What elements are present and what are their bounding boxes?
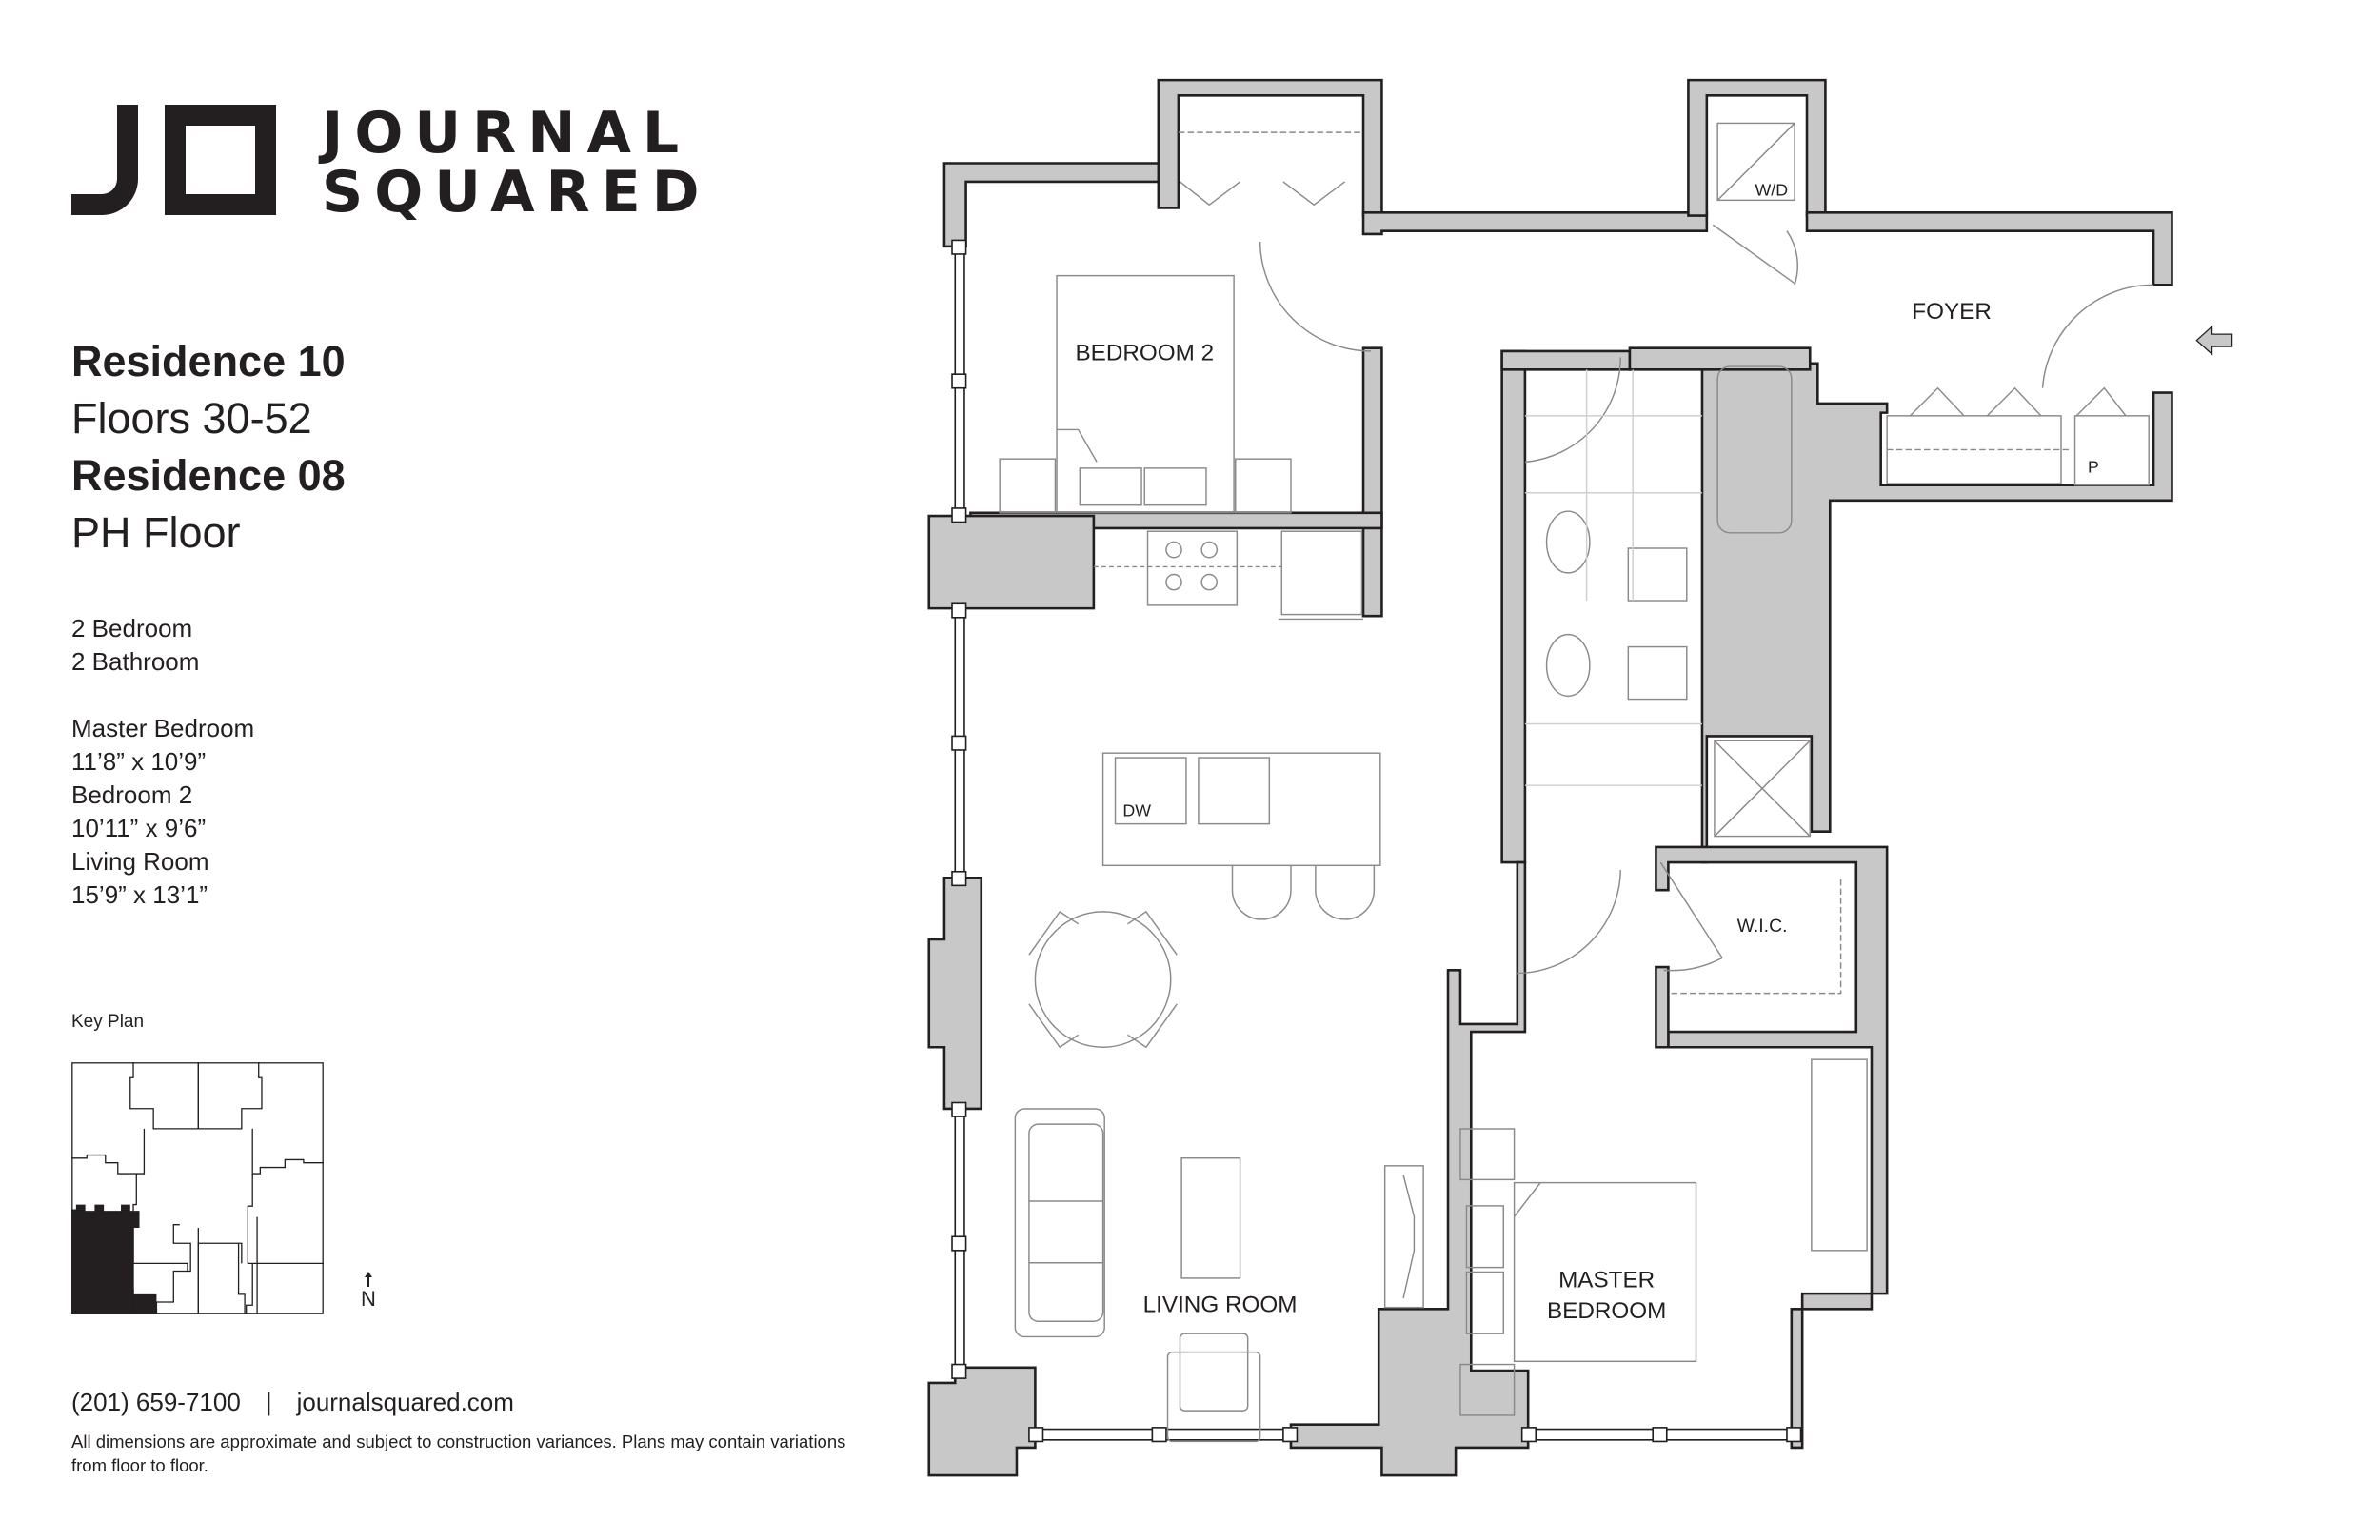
room-labels: BEDROOM 2 FOYER W/D P DW W.I.C. LIVING R… xyxy=(1075,180,2098,1324)
dim-size: 10’11” x 9’6” xyxy=(71,814,207,842)
dim-room: Master Bedroom xyxy=(71,714,255,742)
key-plan-highlight xyxy=(71,1204,258,1314)
label-foyer: FOYER xyxy=(1912,299,1992,325)
label-washer-dryer: W/D xyxy=(1755,180,1789,199)
residence-floors-2: PH Floor xyxy=(71,508,241,557)
residence-floors-1: Floors 30-52 xyxy=(71,394,312,443)
website-link[interactable]: journalsquared.com xyxy=(296,1388,514,1416)
disclaimer: All dimensions are approximate and subje… xyxy=(71,1431,846,1475)
windows xyxy=(951,239,1802,1443)
residence-title-1: Residence 10 xyxy=(71,337,346,385)
dim-size: 15’9” x 13’1” xyxy=(71,880,208,909)
logo-monogram xyxy=(71,105,276,215)
north-indicator: N xyxy=(356,1272,381,1312)
phone-number[interactable]: (201) 659-7100 xyxy=(71,1388,241,1416)
residence-info: Residence 10 Floors 30-52 Residence 08 P… xyxy=(71,333,346,562)
contact-line: (201) 659-7100 | journalsquared.com xyxy=(71,1388,514,1417)
separator: | xyxy=(265,1388,272,1416)
label-living-room: LIVING ROOM xyxy=(1143,1293,1298,1318)
room-dimensions: Master Bedroom 11’8” x 10’9” Bedroom 2 1… xyxy=(71,712,254,912)
dim-size: 11’8” x 10’9” xyxy=(71,747,207,776)
fixtures xyxy=(999,122,2154,1443)
north-label: N xyxy=(361,1287,376,1311)
bathroom-count: 2 Bathroom xyxy=(71,647,200,676)
dim-room: Bedroom 2 xyxy=(71,780,193,809)
label-pantry: P xyxy=(2088,458,2099,477)
entry-arrow-icon xyxy=(2195,325,2233,356)
unit-specs: 2 Bedroom 2 Bathroom xyxy=(71,612,199,679)
label-master-line1: MASTER xyxy=(1558,1268,1655,1293)
bedroom-count: 2 Bedroom xyxy=(71,614,193,642)
brand-line-1: JOURNAL xyxy=(322,100,691,167)
dim-room: Living Room xyxy=(71,847,209,876)
walls xyxy=(927,78,2173,1477)
label-wic: W.I.C. xyxy=(1737,916,1788,937)
label-bedroom-2: BEDROOM 2 xyxy=(1075,341,1214,366)
label-dishwasher: DW xyxy=(1122,801,1151,820)
residence-title-2: Residence 08 xyxy=(71,451,346,500)
label-master-line2: BEDROOM xyxy=(1547,1298,1666,1324)
key-plan-label: Key Plan xyxy=(71,1012,145,1032)
brand-line-2: SQUARED xyxy=(322,159,711,226)
north-arrow-icon xyxy=(365,1272,372,1287)
